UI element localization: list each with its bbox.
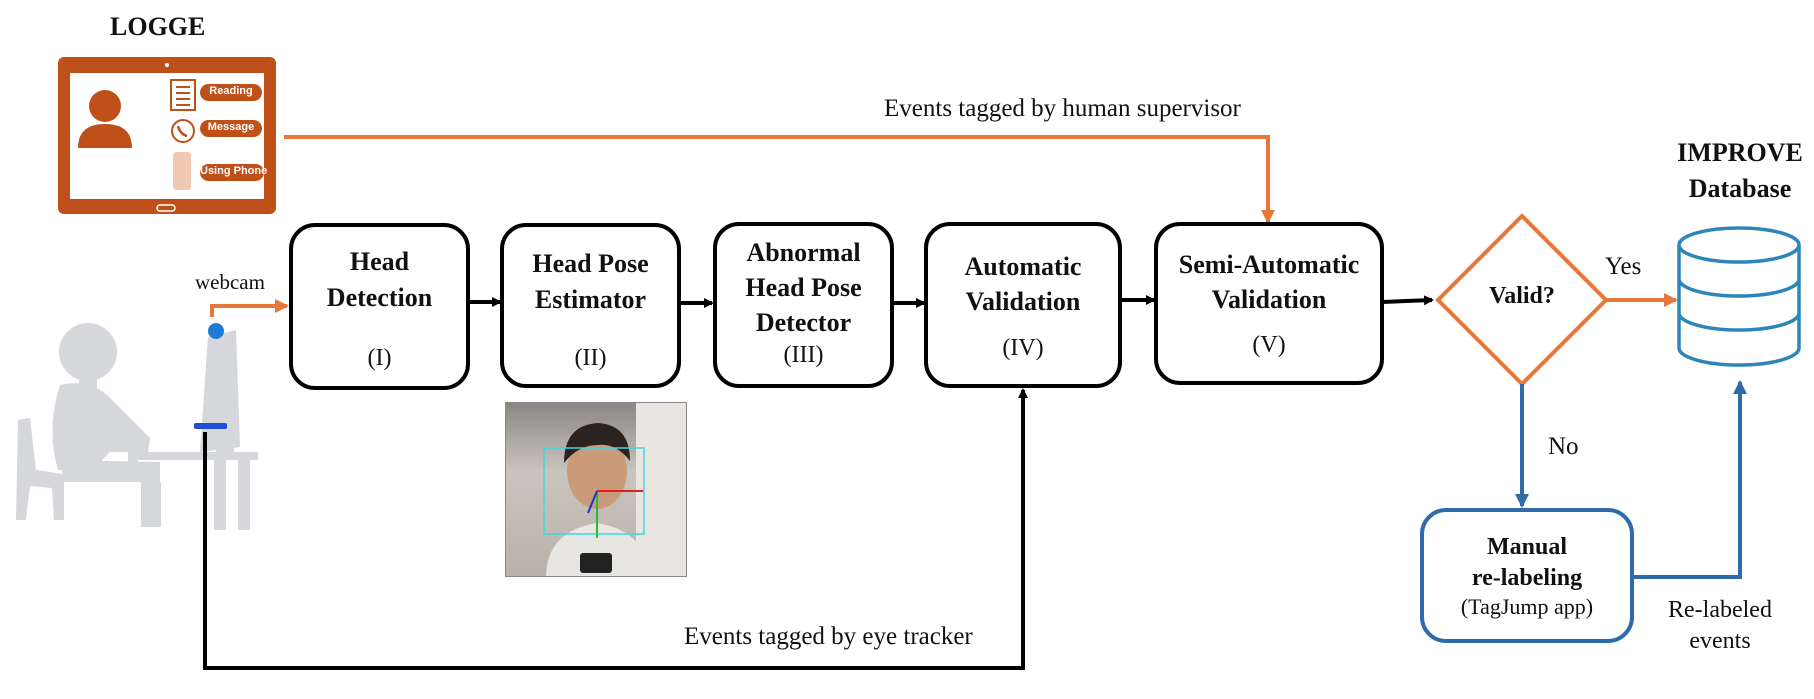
no-label: No xyxy=(1548,433,1579,460)
stage-head-pose-estimator: Head Pose Estimator (II) xyxy=(500,223,681,388)
stage-line: Head Pose xyxy=(745,273,862,302)
manual-line3: (TagJump app) xyxy=(1460,594,1594,619)
database-icon xyxy=(1677,226,1801,367)
manual-relabeling-box: Manual re-labeling (TagJump app) xyxy=(1420,508,1634,643)
head-pose-sample-photo xyxy=(505,402,687,577)
stage-line: Validation xyxy=(1211,285,1327,314)
stage-semi-automatic-validation: Semi-Automatic Validation (V) xyxy=(1154,222,1384,385)
webcam-icon xyxy=(208,323,224,339)
stage-number: (II) xyxy=(574,345,607,371)
webcam-label: webcam xyxy=(195,270,265,294)
eye-tracker-icon xyxy=(194,423,227,429)
logge-title: LOGGE xyxy=(110,12,206,41)
stage-line: Estimator xyxy=(534,285,647,314)
stage-line: Validation xyxy=(965,287,1081,316)
photo-illustration xyxy=(543,403,686,576)
relabeled-line2: events xyxy=(1689,628,1751,654)
stage-line: Automatic xyxy=(964,252,1082,281)
eye-tracker-arrow xyxy=(203,388,1028,670)
database-title-line2: Database xyxy=(1688,174,1792,203)
database-title-line1: IMPROVE xyxy=(1677,138,1803,167)
stage-line: Head Pose xyxy=(532,249,649,278)
manual-line2: re-labeling xyxy=(1471,565,1583,591)
activity-using-phone: Using Phone xyxy=(200,165,268,177)
arrow-v-decision xyxy=(1381,295,1434,306)
webcam-arrow xyxy=(210,299,289,317)
relabeled-arrow xyxy=(1632,380,1747,579)
stage-line: Detector xyxy=(755,308,852,337)
stage-number: (IV) xyxy=(1002,335,1044,361)
logge-tablet-icon xyxy=(58,57,276,214)
activity-message: Message xyxy=(207,121,255,133)
human-supervisor-arrow xyxy=(284,135,1275,224)
activity-reading: Reading xyxy=(209,85,253,97)
stage-line: Detection xyxy=(326,283,433,312)
user-at-computer-icon xyxy=(16,323,258,530)
stage-abnormal-head-pose-detector: Abnormal Head Pose Detector (III) xyxy=(713,222,894,388)
stage-automatic-validation: Automatic Validation (IV) xyxy=(924,222,1122,388)
stage-line: Abnormal xyxy=(746,238,861,267)
stage-line: Semi-Automatic xyxy=(1178,250,1360,279)
stage-head-detection: Head Detection (I) xyxy=(289,223,470,390)
manual-line1: Manual xyxy=(1486,534,1567,560)
relabeled-line1: Re-labeled xyxy=(1668,597,1772,623)
eye-tracker-label: Events tagged by eye tracker xyxy=(684,623,973,650)
human-supervisor-label: Events tagged by human supervisor xyxy=(884,95,1241,122)
stage-number: (III) xyxy=(783,342,824,368)
stage-number: (I) xyxy=(367,345,392,371)
decision-label: Valid? xyxy=(1489,283,1555,309)
yes-label: Yes xyxy=(1605,253,1642,280)
stage-number: (V) xyxy=(1252,332,1286,358)
stage-line: Head xyxy=(349,247,410,276)
